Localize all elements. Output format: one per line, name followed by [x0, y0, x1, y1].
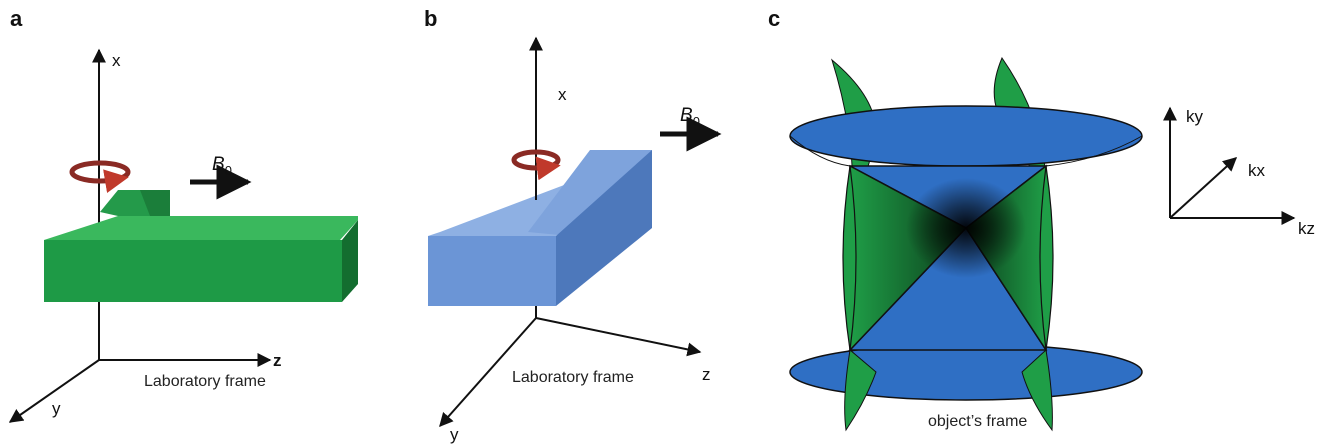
- axis-z-line-b: [535, 317, 702, 357]
- k-space-axes: ky kx kz: [1163, 106, 1315, 238]
- axis-kz-label: kz: [1298, 219, 1315, 238]
- axis-y-label-a: y: [52, 399, 61, 418]
- caption-a: Laboratory frame: [144, 373, 266, 390]
- field-label-b: B0: [680, 105, 700, 129]
- axis-kx-line: [1169, 157, 1238, 219]
- green-l-object: [44, 190, 358, 302]
- axis-x-label-a: x: [112, 51, 121, 70]
- axis-z-label-b: z: [702, 365, 711, 384]
- axis-y-line-b: [439, 317, 537, 428]
- axis-y-line-a: [8, 359, 100, 423]
- panel-a: a x B0 z y Labo: [8, 6, 358, 423]
- rotation-arrow-a: [69, 160, 131, 193]
- axis-z-label-a: z: [273, 351, 282, 370]
- axis-kx-label: kx: [1248, 161, 1266, 180]
- caption-c: object’s frame: [928, 413, 1027, 430]
- double-cone-shape: [789, 56, 1143, 432]
- panel-letter-a: a: [10, 6, 23, 31]
- panel-letter-c: c: [768, 6, 780, 31]
- axis-y-label-b: y: [450, 425, 459, 444]
- field-label-a: B0: [212, 154, 232, 178]
- caption-b: Laboratory frame: [512, 369, 634, 386]
- axis-x-label-b: x: [558, 85, 567, 104]
- axis-ky-label: ky: [1186, 107, 1204, 126]
- panel-letter-b: b: [424, 6, 437, 31]
- blue-bar-object: [428, 150, 652, 306]
- panel-b: b x B0 z y Laboratory frame: [424, 6, 722, 444]
- panel-c: c: [768, 6, 1315, 432]
- rotation-arrow-b: [511, 149, 561, 181]
